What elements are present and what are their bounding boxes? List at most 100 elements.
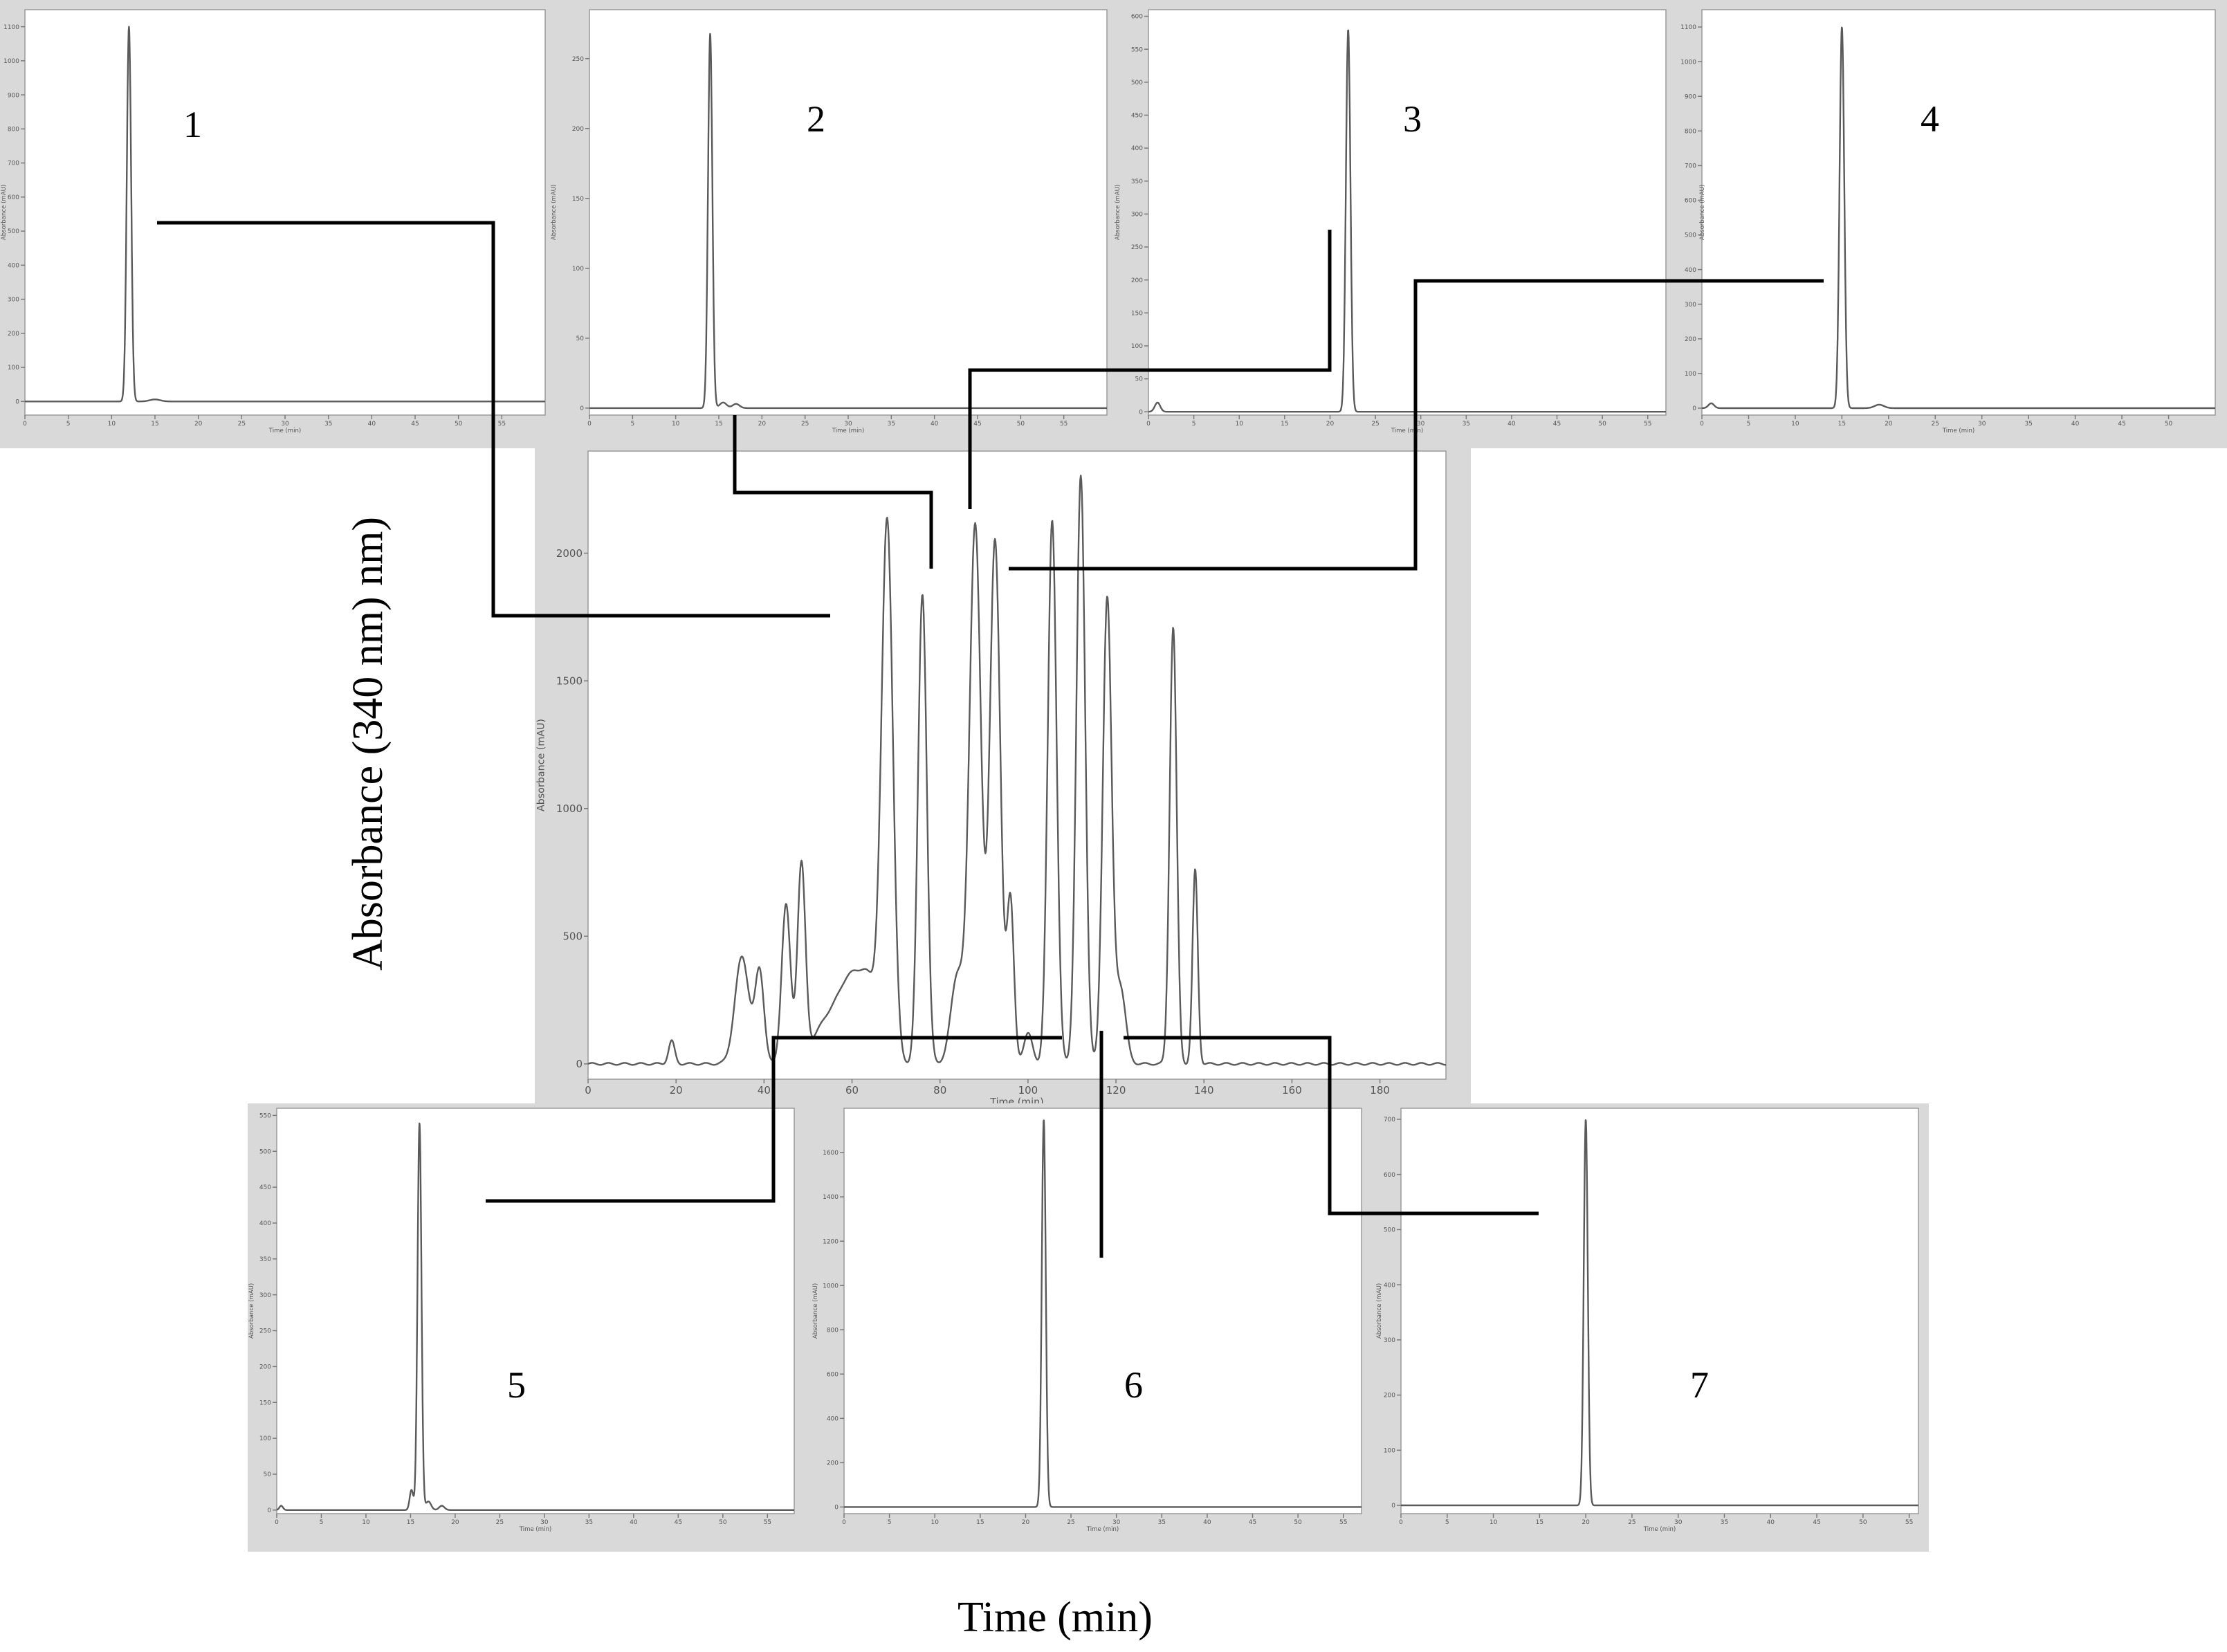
x-tick-label: 5 bbox=[66, 421, 71, 428]
y-axis-title: Absorbance (mAU) bbox=[551, 185, 558, 240]
x-tick-label: 35 bbox=[324, 421, 332, 428]
x-tick-label: 15 bbox=[976, 1519, 984, 1526]
y-tick-label: 200 bbox=[572, 126, 584, 133]
x-axis-label: Time (min) bbox=[957, 1594, 1153, 1641]
x-tick-label: 55 bbox=[1905, 1519, 1913, 1526]
y-tick-label: 1200 bbox=[823, 1238, 838, 1245]
y-tick-label: 1000 bbox=[823, 1283, 838, 1290]
y-tick-label: 300 bbox=[8, 297, 19, 304]
y-tick-label: 300 bbox=[1131, 212, 1143, 219]
y-tick-label: 600 bbox=[827, 1371, 838, 1378]
x-tick-label: 50 bbox=[455, 421, 463, 428]
x-tick-label: 50 bbox=[1859, 1519, 1867, 1526]
x-tick-label: 5 bbox=[888, 1519, 892, 1526]
y-tick-label: 900 bbox=[1685, 93, 1696, 100]
y-tick-label: 350 bbox=[1131, 178, 1143, 185]
y-tick-label: 200 bbox=[827, 1460, 838, 1467]
y-tick-label: 700 bbox=[1384, 1117, 1395, 1123]
y-tick-label: 200 bbox=[1384, 1393, 1395, 1399]
x-tick-label: 30 bbox=[1112, 1519, 1121, 1526]
x-tick-label: 5 bbox=[1445, 1519, 1449, 1526]
x-tick-label: 100 bbox=[1018, 1084, 1038, 1096]
x-tick-label: 5 bbox=[1192, 421, 1196, 428]
y-tick-label: 100 bbox=[8, 365, 19, 371]
x-tick-label: 35 bbox=[585, 1519, 593, 1526]
x-tick-label: 5 bbox=[320, 1519, 324, 1526]
y-tick-label: 1000 bbox=[556, 802, 583, 815]
y-tick-label: 150 bbox=[1131, 310, 1143, 317]
y-tick-label: 100 bbox=[1685, 371, 1696, 378]
y-tick-label: 200 bbox=[1131, 277, 1143, 284]
x-tick-label: 45 bbox=[973, 421, 981, 428]
y-tick-label: 300 bbox=[1384, 1337, 1395, 1344]
y-axis-title: Absorbance (mAU) bbox=[1376, 1283, 1383, 1339]
y-tick-label: 50 bbox=[576, 336, 585, 342]
x-tick-label: 10 bbox=[1791, 421, 1799, 428]
plot-area bbox=[1400, 1108, 1919, 1514]
y-tick-label: 800 bbox=[827, 1327, 838, 1334]
y-tick-label: 0 bbox=[267, 1507, 271, 1514]
y-tick-label: 500 bbox=[1685, 232, 1696, 239]
y-tick-label: 250 bbox=[1131, 244, 1143, 251]
plot-area bbox=[587, 450, 1447, 1080]
x-tick-label: 10 bbox=[931, 1519, 940, 1526]
y-tick-label: 550 bbox=[1131, 46, 1143, 53]
y-tick-label: 400 bbox=[8, 262, 19, 269]
x-tick-label: 0 bbox=[275, 1519, 279, 1526]
y-tick-label: 700 bbox=[8, 160, 19, 167]
chromatogram-trace bbox=[587, 475, 1447, 1066]
x-tick-label: 40 bbox=[368, 421, 376, 428]
y-tick-label: 100 bbox=[1384, 1447, 1395, 1454]
y-tick-label: 1000 bbox=[1680, 59, 1696, 66]
x-tick-label: 25 bbox=[1067, 1519, 1074, 1526]
x-tick-label: 30 bbox=[1978, 421, 1986, 428]
panel-label-5: 5 bbox=[507, 1364, 526, 1406]
x-tick-label: 80 bbox=[933, 1084, 946, 1096]
y-tick-label: 500 bbox=[562, 930, 583, 943]
panel-label-6: 6 bbox=[1124, 1364, 1143, 1406]
x-tick-label: 10 bbox=[1490, 1519, 1498, 1526]
x-tick-label: 45 bbox=[1813, 1519, 1820, 1526]
y-axis-title: Absorbance (mAU) bbox=[1115, 185, 1121, 240]
y-tick-label: 50 bbox=[1135, 376, 1144, 383]
x-tick-label: 20 bbox=[1582, 1519, 1590, 1526]
y-tick-label: 1100 bbox=[1680, 24, 1696, 31]
x-tick-label: 40 bbox=[1203, 1519, 1211, 1526]
x-tick-label: 35 bbox=[2024, 421, 2032, 428]
x-tick-label: 50 bbox=[1294, 1519, 1302, 1526]
x-axis-title: Time (min) bbox=[832, 428, 864, 434]
x-tick-label: 20 bbox=[1885, 421, 1893, 428]
y-axis-title: Absorbance (mAU) bbox=[1, 185, 8, 240]
x-tick-label: 50 bbox=[1598, 421, 1606, 428]
x-tick-label: 50 bbox=[719, 1519, 727, 1526]
x-tick-label: 10 bbox=[108, 421, 116, 428]
y-tick-label: 1400 bbox=[823, 1194, 838, 1201]
y-tick-label: 500 bbox=[1131, 80, 1143, 86]
y-axis-title: Absorbance (mAU) bbox=[248, 1283, 255, 1339]
y-tick-label: 300 bbox=[259, 1292, 271, 1299]
y-tick-label: 300 bbox=[1685, 302, 1696, 309]
x-axis-title: Time (min) bbox=[519, 1526, 551, 1533]
chromatogram-trace bbox=[1148, 29, 1667, 413]
panel-label-2: 2 bbox=[807, 98, 825, 140]
x-tick-label: 45 bbox=[411, 421, 419, 428]
x-tick-label: 55 bbox=[1644, 421, 1651, 428]
y-tick-label: 500 bbox=[259, 1148, 271, 1155]
panel-label-3: 3 bbox=[1403, 98, 1422, 140]
y-tick-label: 600 bbox=[1685, 198, 1696, 205]
plot-area bbox=[589, 9, 1108, 416]
x-tick-label: 10 bbox=[362, 1519, 370, 1526]
leader-line-2 bbox=[733, 415, 933, 569]
x-tick-label: 40 bbox=[931, 421, 939, 428]
panel-label-4: 4 bbox=[1921, 98, 1939, 140]
y-tick-label: 100 bbox=[572, 266, 584, 273]
y-tick-label: 200 bbox=[259, 1364, 271, 1371]
leader-lines bbox=[157, 221, 1824, 1258]
x-tick-label: 35 bbox=[888, 421, 895, 428]
y-tick-label: 400 bbox=[827, 1415, 838, 1422]
x-tick-label: 160 bbox=[1282, 1084, 1302, 1096]
